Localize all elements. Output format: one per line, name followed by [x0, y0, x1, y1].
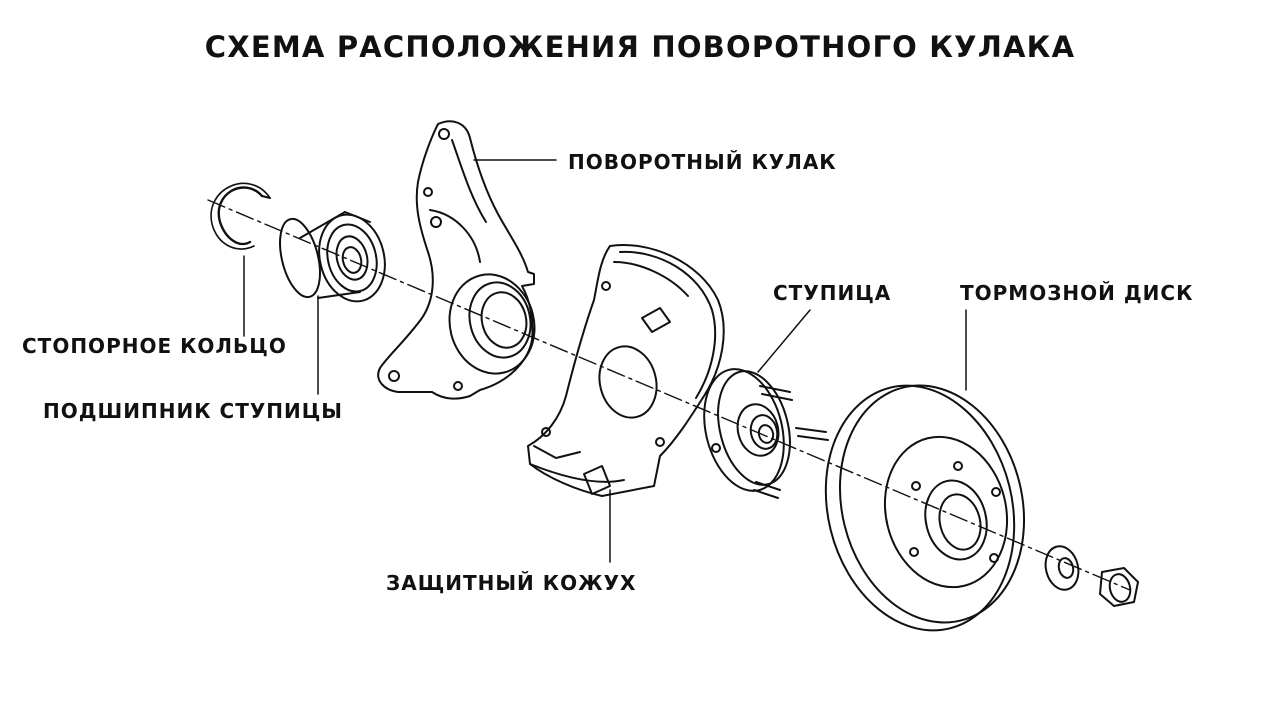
- label-brake-disc: ТОРМОЗНОЙ ДИСК: [960, 281, 1194, 305]
- dust-shield-part: [527, 244, 725, 497]
- label-retaining-ring: СТОПОРНОЕ КОЛЬЦО: [22, 334, 287, 358]
- leader-lines: [243, 159, 967, 563]
- diagram-title: СХЕМА РАСПОЛОЖЕНИЯ ПОВОРОТНОГО КУЛАКА: [204, 30, 1076, 64]
- hub-part: [703, 368, 829, 499]
- washer-and-nut-part: [1044, 545, 1139, 607]
- label-dust-shield: ЗАЩИТНЫЙ КОЖУХ: [386, 571, 637, 595]
- label-hub: СТУПИЦА: [773, 281, 892, 305]
- assembly-axis: [207, 199, 1131, 591]
- label-hub-bearing: ПОДШИПНИК СТУПИЦЫ: [43, 399, 344, 423]
- brake-disc-part: [824, 384, 1026, 632]
- steering-knuckle-part: [377, 120, 536, 400]
- retaining-ring-part: [210, 182, 271, 250]
- label-steering-knuckle: ПОВОРОТНЫЙ КУЛАК: [568, 150, 837, 174]
- hub-bearing-part: [279, 211, 386, 303]
